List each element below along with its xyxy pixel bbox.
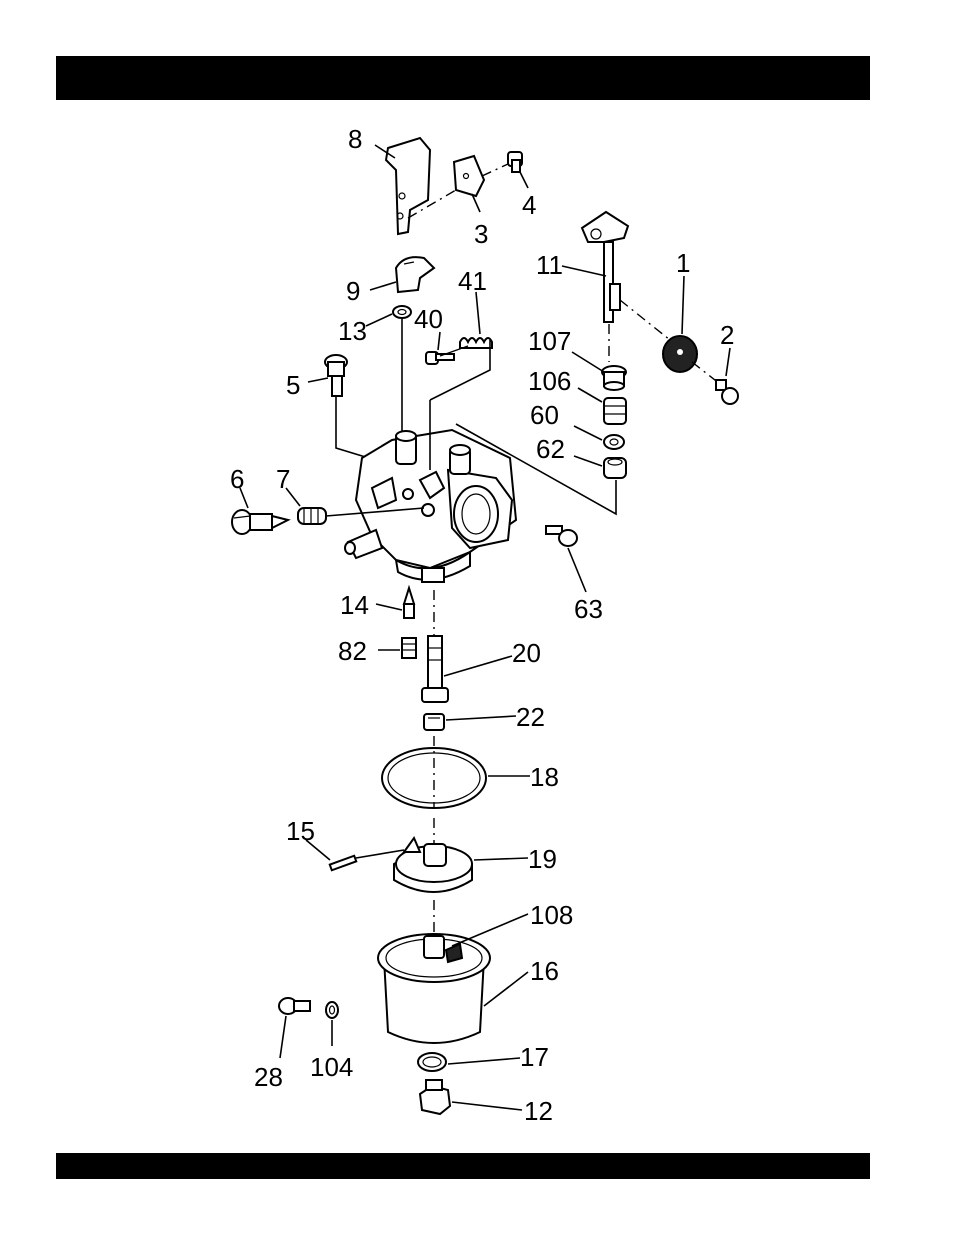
label-8: 8 (348, 124, 362, 154)
leader-107 (572, 352, 604, 372)
label-1: 1 (676, 248, 690, 278)
label-60: 60 (530, 400, 559, 430)
part-12-nut (420, 1080, 450, 1114)
leader-22 (446, 716, 516, 720)
label-108: 108 (530, 900, 573, 930)
leader-17 (448, 1058, 520, 1064)
leader-14 (376, 604, 402, 610)
label-11: 11 (536, 250, 563, 280)
axis-3-4 (482, 164, 508, 176)
part-104-washer (326, 1002, 338, 1018)
leader-4 (520, 172, 528, 188)
part-13-washer (393, 306, 411, 318)
label-22: 22 (516, 702, 545, 732)
part-17-washer (418, 1053, 446, 1071)
leader-28 (280, 1016, 286, 1058)
label-82: 82 (338, 636, 367, 666)
part-62-seal (604, 458, 626, 478)
label-62: 62 (536, 434, 565, 464)
part-28-bolt (279, 998, 310, 1014)
part-6-screw (232, 510, 288, 534)
part-5-screw (325, 355, 347, 396)
label-18: 18 (530, 762, 559, 792)
leader-11 (562, 266, 606, 276)
label-16: 16 (530, 956, 559, 986)
leader-2 (726, 348, 730, 376)
label-41: 41 (458, 266, 487, 296)
part-8-lever (386, 138, 430, 234)
part-106-spring (604, 398, 626, 424)
part-4-screw (508, 152, 522, 172)
leader-13 (366, 314, 392, 326)
label-15: 15 (286, 816, 315, 846)
part-11-choke-shaft (582, 212, 628, 322)
part-20-nozzle (422, 636, 448, 702)
leader-62 (574, 456, 602, 466)
leader-40 (438, 332, 440, 350)
part-60-washer (604, 435, 624, 449)
leader-20 (444, 656, 512, 676)
label-17: 17 (520, 1042, 549, 1072)
part-63-screw (546, 526, 577, 546)
part-9-knob (396, 257, 434, 292)
label-9: 9 (346, 276, 360, 306)
label-4: 4 (522, 190, 536, 220)
label-20: 20 (512, 638, 541, 668)
label-7: 7 (276, 464, 290, 494)
leader-1 (682, 276, 684, 334)
axis-11-1 (620, 300, 670, 340)
label-28: 28 (254, 1062, 283, 1092)
label-40: 40 (414, 304, 443, 334)
label-12: 12 (524, 1096, 553, 1126)
label-13: 13 (338, 316, 367, 346)
leader-41 (476, 292, 480, 334)
leader-19 (474, 858, 528, 860)
part-2-screw (716, 380, 738, 404)
part-41-spring (460, 338, 492, 348)
part-18-gasket (382, 748, 486, 808)
part-107-bushing (602, 366, 626, 390)
leader-60 (574, 426, 602, 440)
part-82-spring (402, 638, 416, 658)
axis-15 (356, 850, 404, 858)
part-22-jet (424, 714, 444, 730)
leader-16 (484, 972, 528, 1006)
leader-63 (568, 548, 586, 592)
part-16-bowl (378, 934, 490, 1043)
label-6: 6 (230, 464, 244, 494)
label-63: 63 (574, 594, 603, 624)
leader-106 (578, 388, 602, 402)
part-40-screw (426, 352, 454, 364)
label-2: 2 (720, 320, 734, 350)
leader-5 (308, 378, 328, 382)
part-15-pin (330, 856, 356, 871)
label-14: 14 (340, 590, 369, 620)
label-107: 107 (528, 326, 571, 356)
label-19: 19 (528, 844, 557, 874)
label-3: 3 (474, 219, 488, 249)
part-1-hole (677, 349, 683, 355)
label-104: 104 (310, 1052, 353, 1082)
part-19-float (394, 838, 472, 892)
leader-9 (370, 282, 396, 290)
part-7-spring (298, 508, 326, 524)
part-14-needle (404, 588, 414, 618)
label-5: 5 (286, 370, 300, 400)
label-106: 106 (528, 366, 571, 396)
leader-12 (452, 1102, 522, 1110)
leader-108 (452, 914, 528, 946)
